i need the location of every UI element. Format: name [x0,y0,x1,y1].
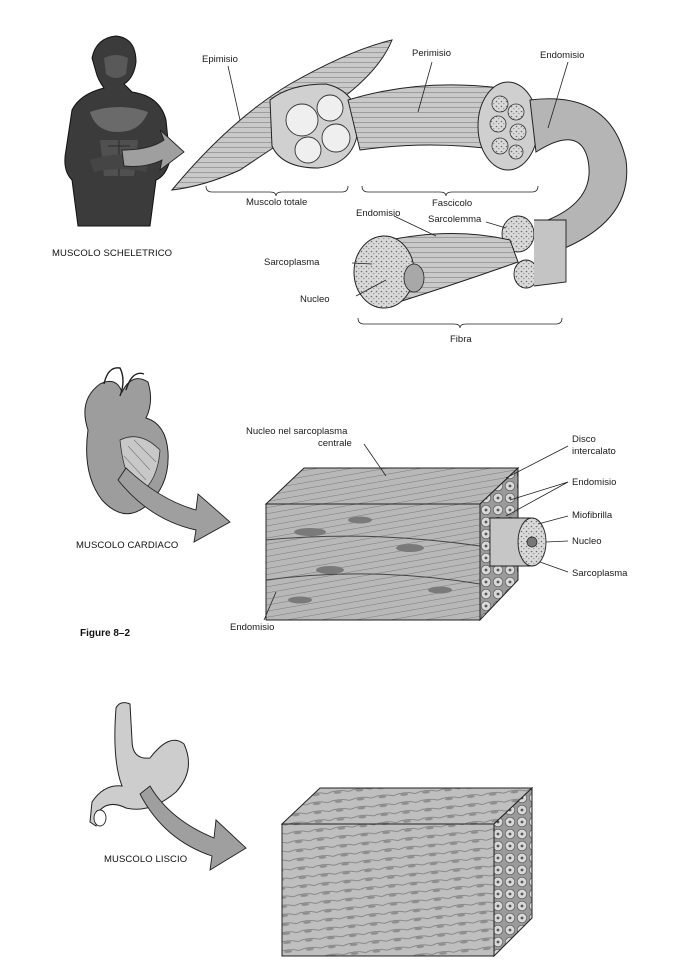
cardiac-section: Nucleo nel sarcoplasma centrale Disco in… [76,367,628,639]
label-sarcoplasma: Sarcoplasma [264,257,320,268]
caption-smooth: MUSCOLO LISCIO [104,854,187,865]
label-sarcoplasma-cardiac: Sarcoplasma [572,568,628,579]
label-endomisio-left: Endomisio [230,622,274,633]
label-miofibrilla: Miofibrilla [572,510,613,521]
label-endomisio-right: Endomisio [572,477,616,488]
label-fascicolo: Fascicolo [432,198,472,209]
label-endomisio-top: Endomisio [540,50,584,61]
label-nucleo-cardiac: Nucleo [572,536,602,547]
label-perimisio: Perimisio [412,48,451,59]
label-disco-1: Disco [572,434,596,445]
caption-cardiac: MUSCOLO CARDIACO [76,540,178,551]
smooth-arrow [139,785,247,871]
cardiac-arrow [117,467,231,543]
fascicle [347,84,501,151]
label-nucleo-sarcoplasma-2: centrale [318,438,352,449]
label-epimisio: Epimisio [202,54,238,65]
label-endomisio-mid: Endomisio [356,208,400,219]
label-muscolo-totale: Muscolo totale [246,197,307,208]
figure-label: Figure 8–2 [80,628,130,639]
label-fibra: Fibra [450,334,472,345]
skeletal-arrow [121,129,185,172]
skeletal-section: Epimisio Perimisio Endomisio Muscolo tot… [52,35,628,345]
caption-skeletal: MUSCOLO SCHELETRICO [52,248,172,259]
smooth-section: MUSCOLO LISCIO [89,702,534,958]
fibers-group [501,215,567,289]
cardiac-block [264,466,520,622]
cardiac-fiber [489,517,547,567]
label-nucleo: Nucleo [300,294,330,305]
fascicle-section [477,81,539,171]
label-sarcolemma: Sarcolemma [428,214,482,225]
nucleus-shape [403,263,425,293]
bodybuilder-figure [64,35,171,227]
label-nucleo-sarcoplasma-1: Nucleo nel sarcoplasma [246,426,348,437]
smooth-block [280,786,534,958]
label-disco-2: intercalato [572,446,616,457]
stomach-figure [89,702,189,827]
muscle-bundle [269,83,359,169]
